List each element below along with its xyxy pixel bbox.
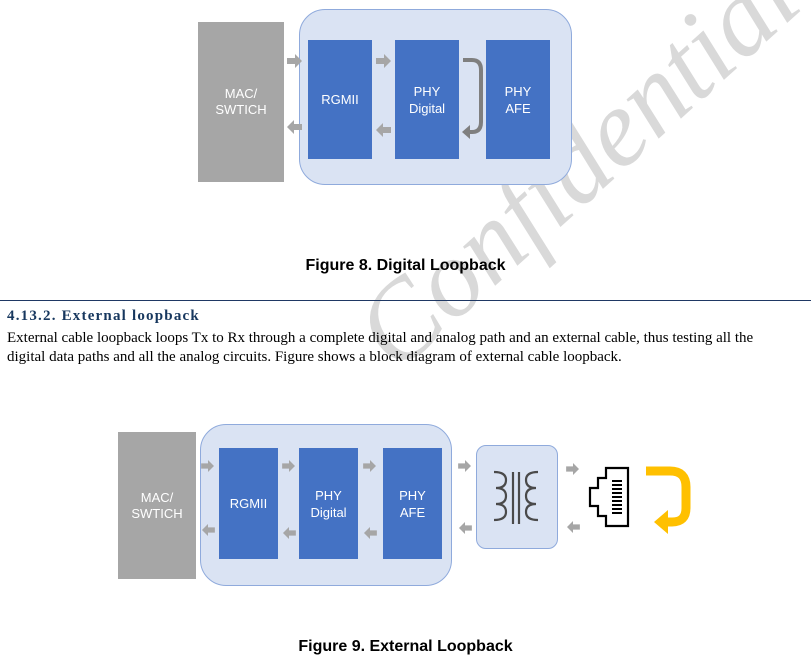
rgmii-block: RGMII (219, 448, 278, 559)
rj45-connector-icon (588, 466, 630, 528)
tx-arrow-icon (566, 463, 579, 475)
rx-arrow-icon (364, 527, 377, 539)
figure-8-caption: Figure 8. Digital Loopback (305, 257, 506, 274)
transformer-icon (493, 470, 539, 524)
phy-afe-block: PHY AFE (383, 448, 442, 559)
rx-arrow-icon (567, 521, 580, 533)
rx-arrow-icon (376, 123, 391, 137)
external-loopback-arrow-icon (646, 466, 691, 534)
rx-arrow-icon (459, 522, 472, 534)
section-body: External cable loopback loops Tx to Rx t… (7, 330, 754, 365)
phy-afe-block: PHY AFE (486, 40, 550, 159)
mac-switch-block: MAC/ SWTICH (118, 432, 196, 579)
tx-arrow-icon (458, 460, 471, 472)
tx-arrow-icon (282, 460, 295, 472)
tx-arrow-icon (201, 460, 214, 472)
rgmii-block: RGMII (308, 40, 372, 159)
heading-rule (0, 300, 811, 301)
figure-9-caption: Figure 9. External Loopback (298, 638, 513, 655)
rx-arrow-icon (202, 524, 215, 536)
mac-switch-block: MAC/ SWTICH (198, 22, 284, 182)
rx-arrow-icon (283, 527, 296, 539)
transformer-box (476, 445, 558, 549)
digital-loopback-arrow-icon (462, 58, 483, 139)
phy-digital-block: PHY Digital (395, 40, 459, 159)
section-heading: 4.13.2. External loopback (7, 308, 200, 324)
tx-arrow-icon (287, 54, 302, 68)
phy-digital-block: PHY Digital (299, 448, 358, 559)
rx-arrow-icon (287, 120, 302, 134)
tx-arrow-icon (363, 460, 376, 472)
tx-arrow-icon (376, 54, 391, 68)
